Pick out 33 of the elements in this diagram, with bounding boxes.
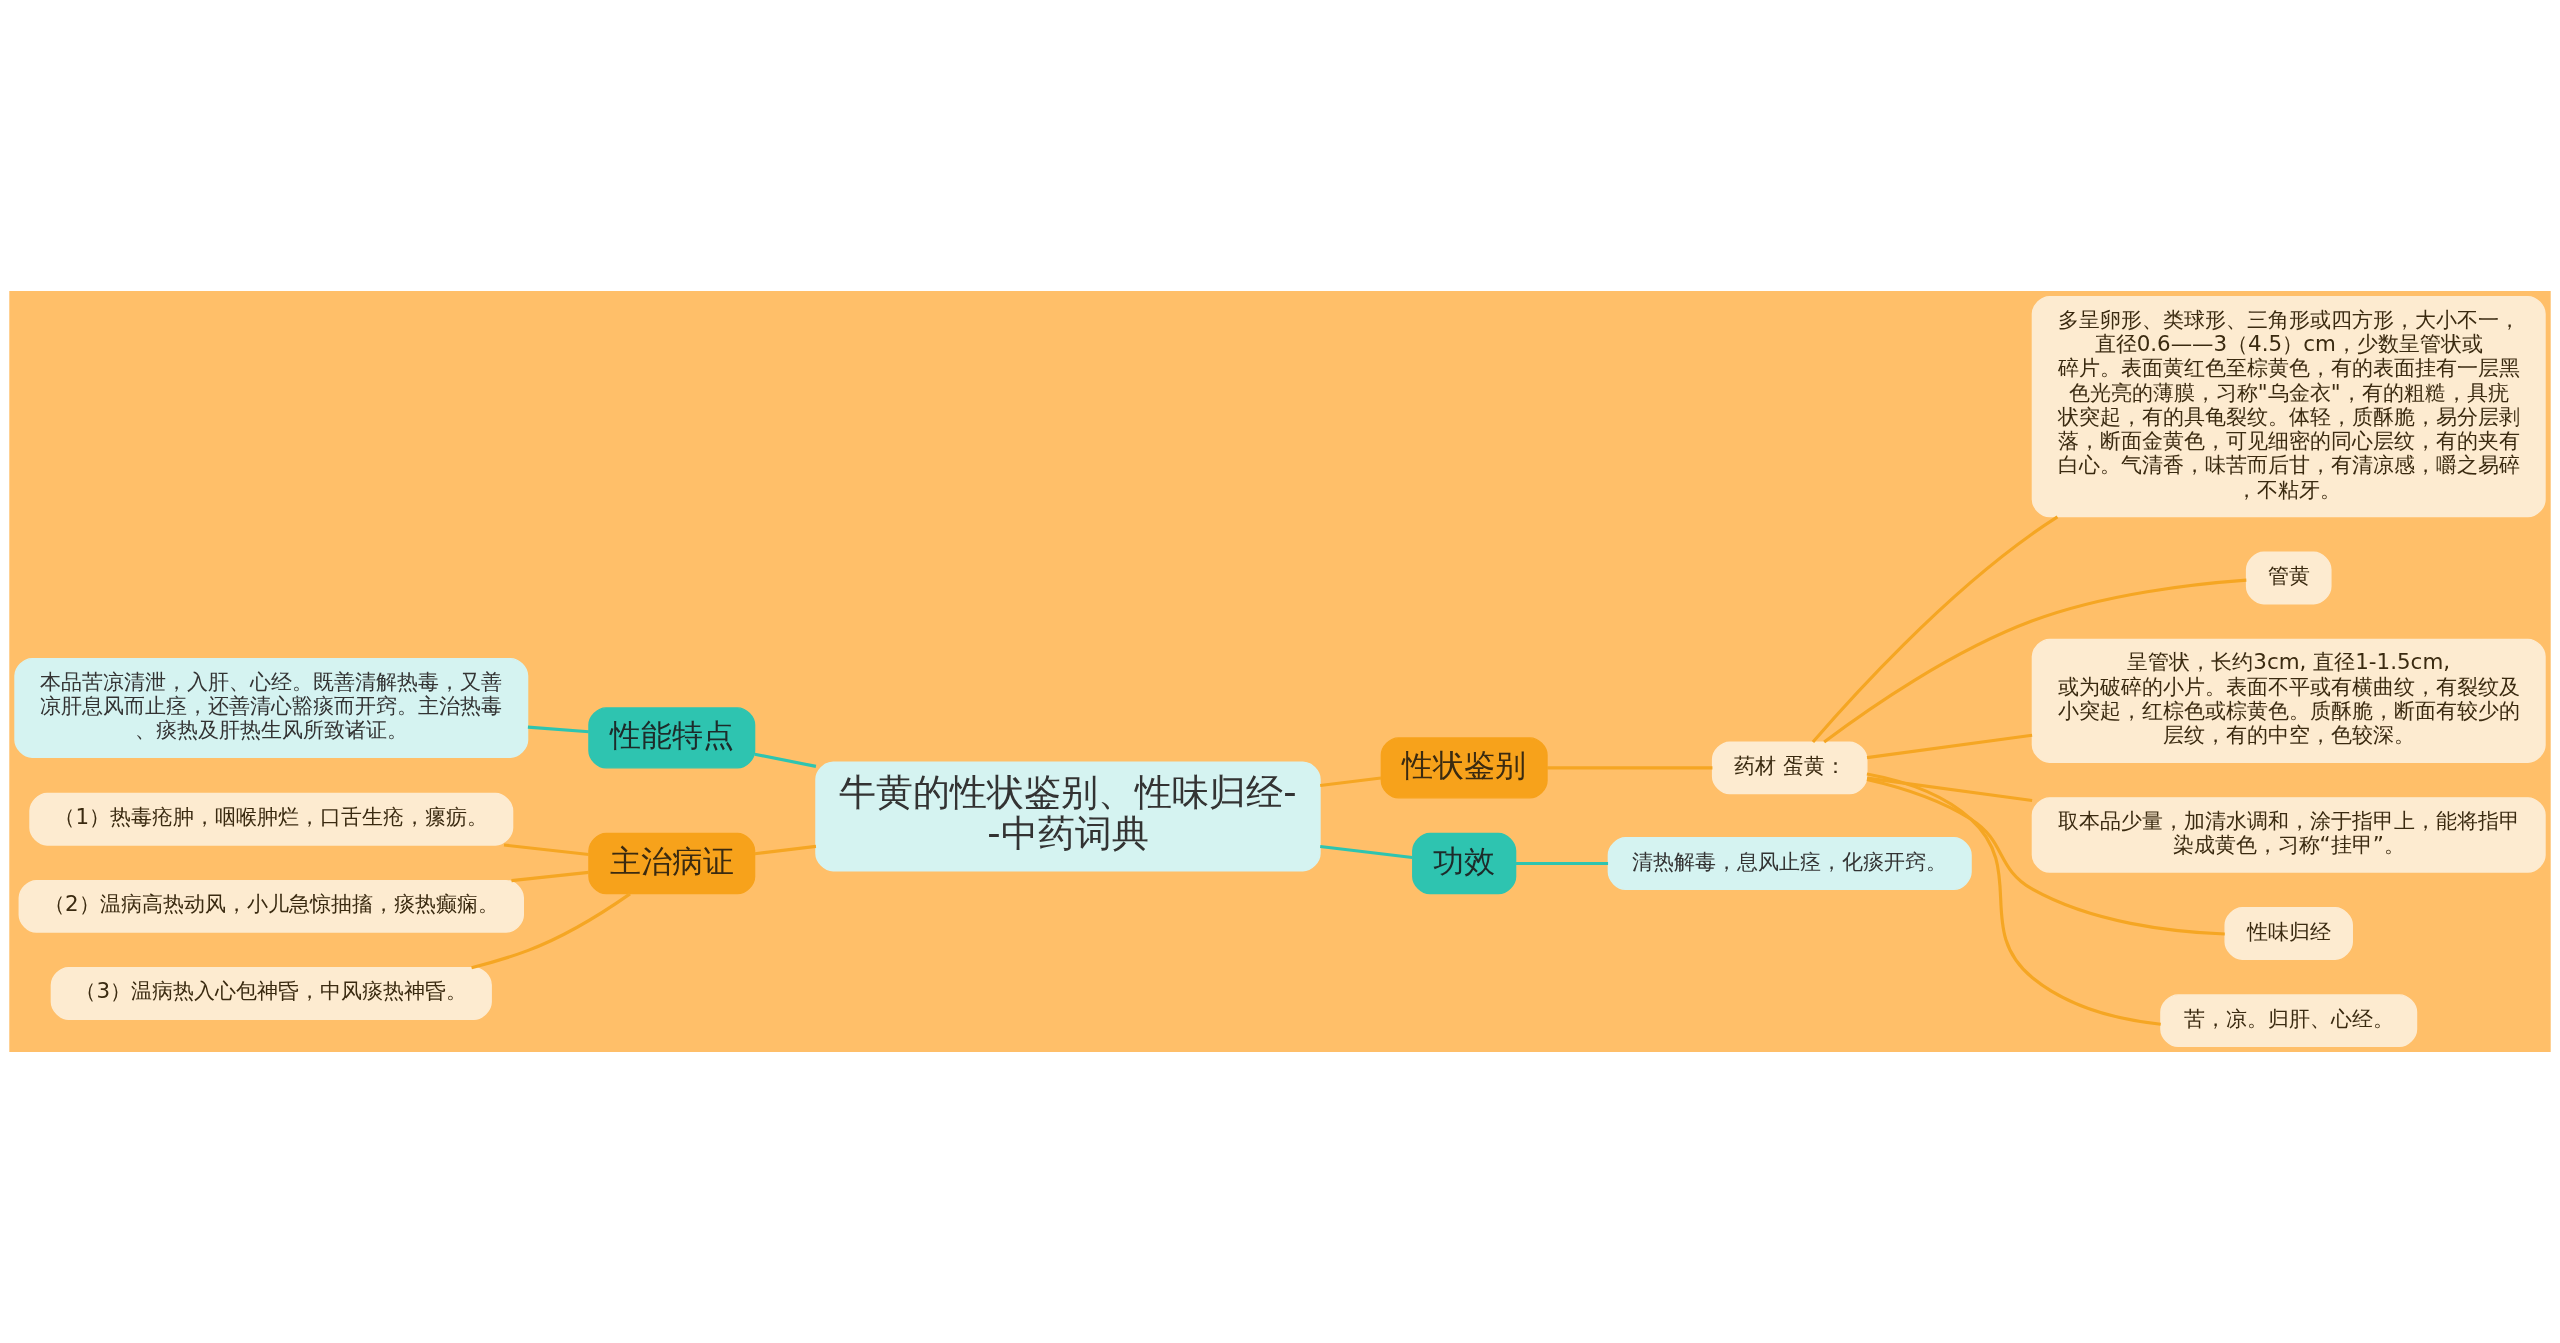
connector [527, 725, 589, 734]
connector [503, 843, 589, 856]
connector [1547, 766, 1713, 770]
connector [511, 870, 589, 883]
node-box: 管黄 [2245, 551, 2332, 605]
connector [1866, 772, 2161, 1026]
node-box: （2）温病高热动风，小儿急惊抽搐，痰热癫痫。 [18, 879, 524, 933]
connector [1320, 844, 1413, 860]
node-box: （1）热毒疮肿，咽喉肿烂，口舌生疮，瘰疬。 [29, 792, 514, 846]
connector [471, 892, 631, 970]
connector [1320, 776, 1382, 787]
node-box: 多呈卵形、类球形、三角形或四方形，大小不一，直径0.6——3（4.5）cm，少数呈管状或碎片。表面黄红色至棕黄色，有的表面挂有一层黑色光亮的薄膜，习称"乌金衣"，有的粗糙，具疣状突起，有的具龟裂纹。体轻，质酥脆，易分层剥落，断面金黄色，可见细密的同心层纹，有的夹有白心。气清香，味苦而后甘，有清凉感，嚼之易碎，不粘牙。 [2031, 296, 2546, 518]
node-box: 取本品少量，加清水调和，涂于指甲上，能将指甲染成黄色，习称“挂甲”。 [2031, 797, 2546, 873]
node-box: 本品苦凉清泄，入肝、心经。既善清解热毒，又善凉肝息风而止痉，还善清心豁痰而开窍。主治热毒、痰热及肝热生风所致诸证。 [14, 657, 529, 758]
node-box: 主治病证 [588, 832, 756, 895]
node-box: 药材 蛋黄： [1711, 741, 1868, 795]
connector [754, 844, 817, 856]
node-box: 呈管状，长约3cm, 直径1-1.5cm, 或为破碎的小片。表面不平或有横曲纹，有裂纹及小突起，红棕色或棕黄色。质酥脆，断面有较少的层纹，有的中空，色较深。 [2031, 638, 2546, 763]
node-box: 苦，凉。归肝、心经。 [2160, 994, 2418, 1047]
node-box: 性状鉴别 [1380, 737, 1548, 799]
node-box: 性能特点 [588, 707, 756, 769]
connector [1823, 578, 2247, 744]
node-box: 清热解毒，息风止痉，化痰开窍。 [1607, 837, 1972, 890]
node-box: 性味归经 [2224, 907, 2353, 960]
connector [754, 752, 817, 768]
connector [1866, 776, 2033, 803]
connector [1866, 777, 2225, 936]
node-box: （3）温病热入心包神昏，中风痰热神昏。 [50, 967, 492, 1020]
node-box: 功效 [1412, 832, 1517, 895]
connector [1516, 861, 1609, 866]
connector [1811, 515, 2059, 744]
connector [1866, 733, 2033, 760]
node-box: 牛黄的性状鉴别、性味归经--中药词典 [815, 761, 1321, 872]
